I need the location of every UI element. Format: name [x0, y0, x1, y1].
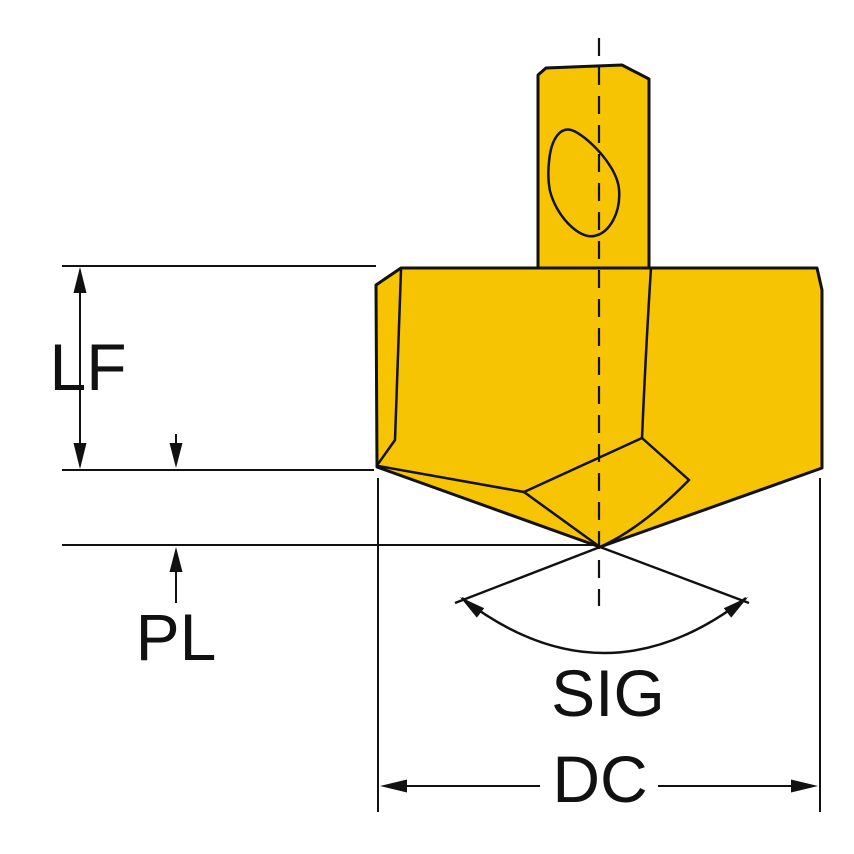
dc-arrow-left-icon — [380, 779, 407, 793]
clamping-facet — [547, 128, 621, 238]
pl-arrow-up-icon — [169, 547, 183, 572]
drill-body — [374, 266, 824, 549]
sig-flank-line-right — [599, 545, 750, 605]
dc-dimension: DC — [377, 478, 821, 816]
lf-arrow-up-icon — [73, 267, 87, 293]
facet-line-lip-left — [376, 464, 526, 494]
facet-line-chisel-left — [522, 436, 644, 494]
sig-arrow-left-icon — [460, 597, 485, 618]
pl-arrow-down-icon — [169, 443, 183, 468]
lf-label: LF — [49, 330, 126, 404]
facet-line-to-tip-left — [522, 490, 602, 549]
lf-dimension: LF — [49, 265, 376, 471]
sig-flank-line-left — [454, 545, 601, 605]
dc-label: DC — [552, 742, 647, 816]
facet-line-chisel-right — [640, 436, 691, 482]
facet-lines — [376, 266, 691, 549]
facet-line-flute-edge — [640, 266, 653, 440]
lf-arrow-down-icon — [73, 443, 87, 469]
pl-dimension: PL — [62, 434, 599, 674]
pl-label: PL — [136, 600, 217, 674]
sig-arrow-right-icon — [723, 597, 748, 618]
sig-label: SIG — [551, 656, 665, 730]
dc-arrow-right-icon — [791, 779, 818, 793]
sig-dimension: SIG — [454, 545, 750, 730]
facet-line-left-face — [376, 268, 403, 466]
facet-line-to-tip-right — [598, 478, 691, 549]
sig-angle-arc — [461, 597, 747, 655]
